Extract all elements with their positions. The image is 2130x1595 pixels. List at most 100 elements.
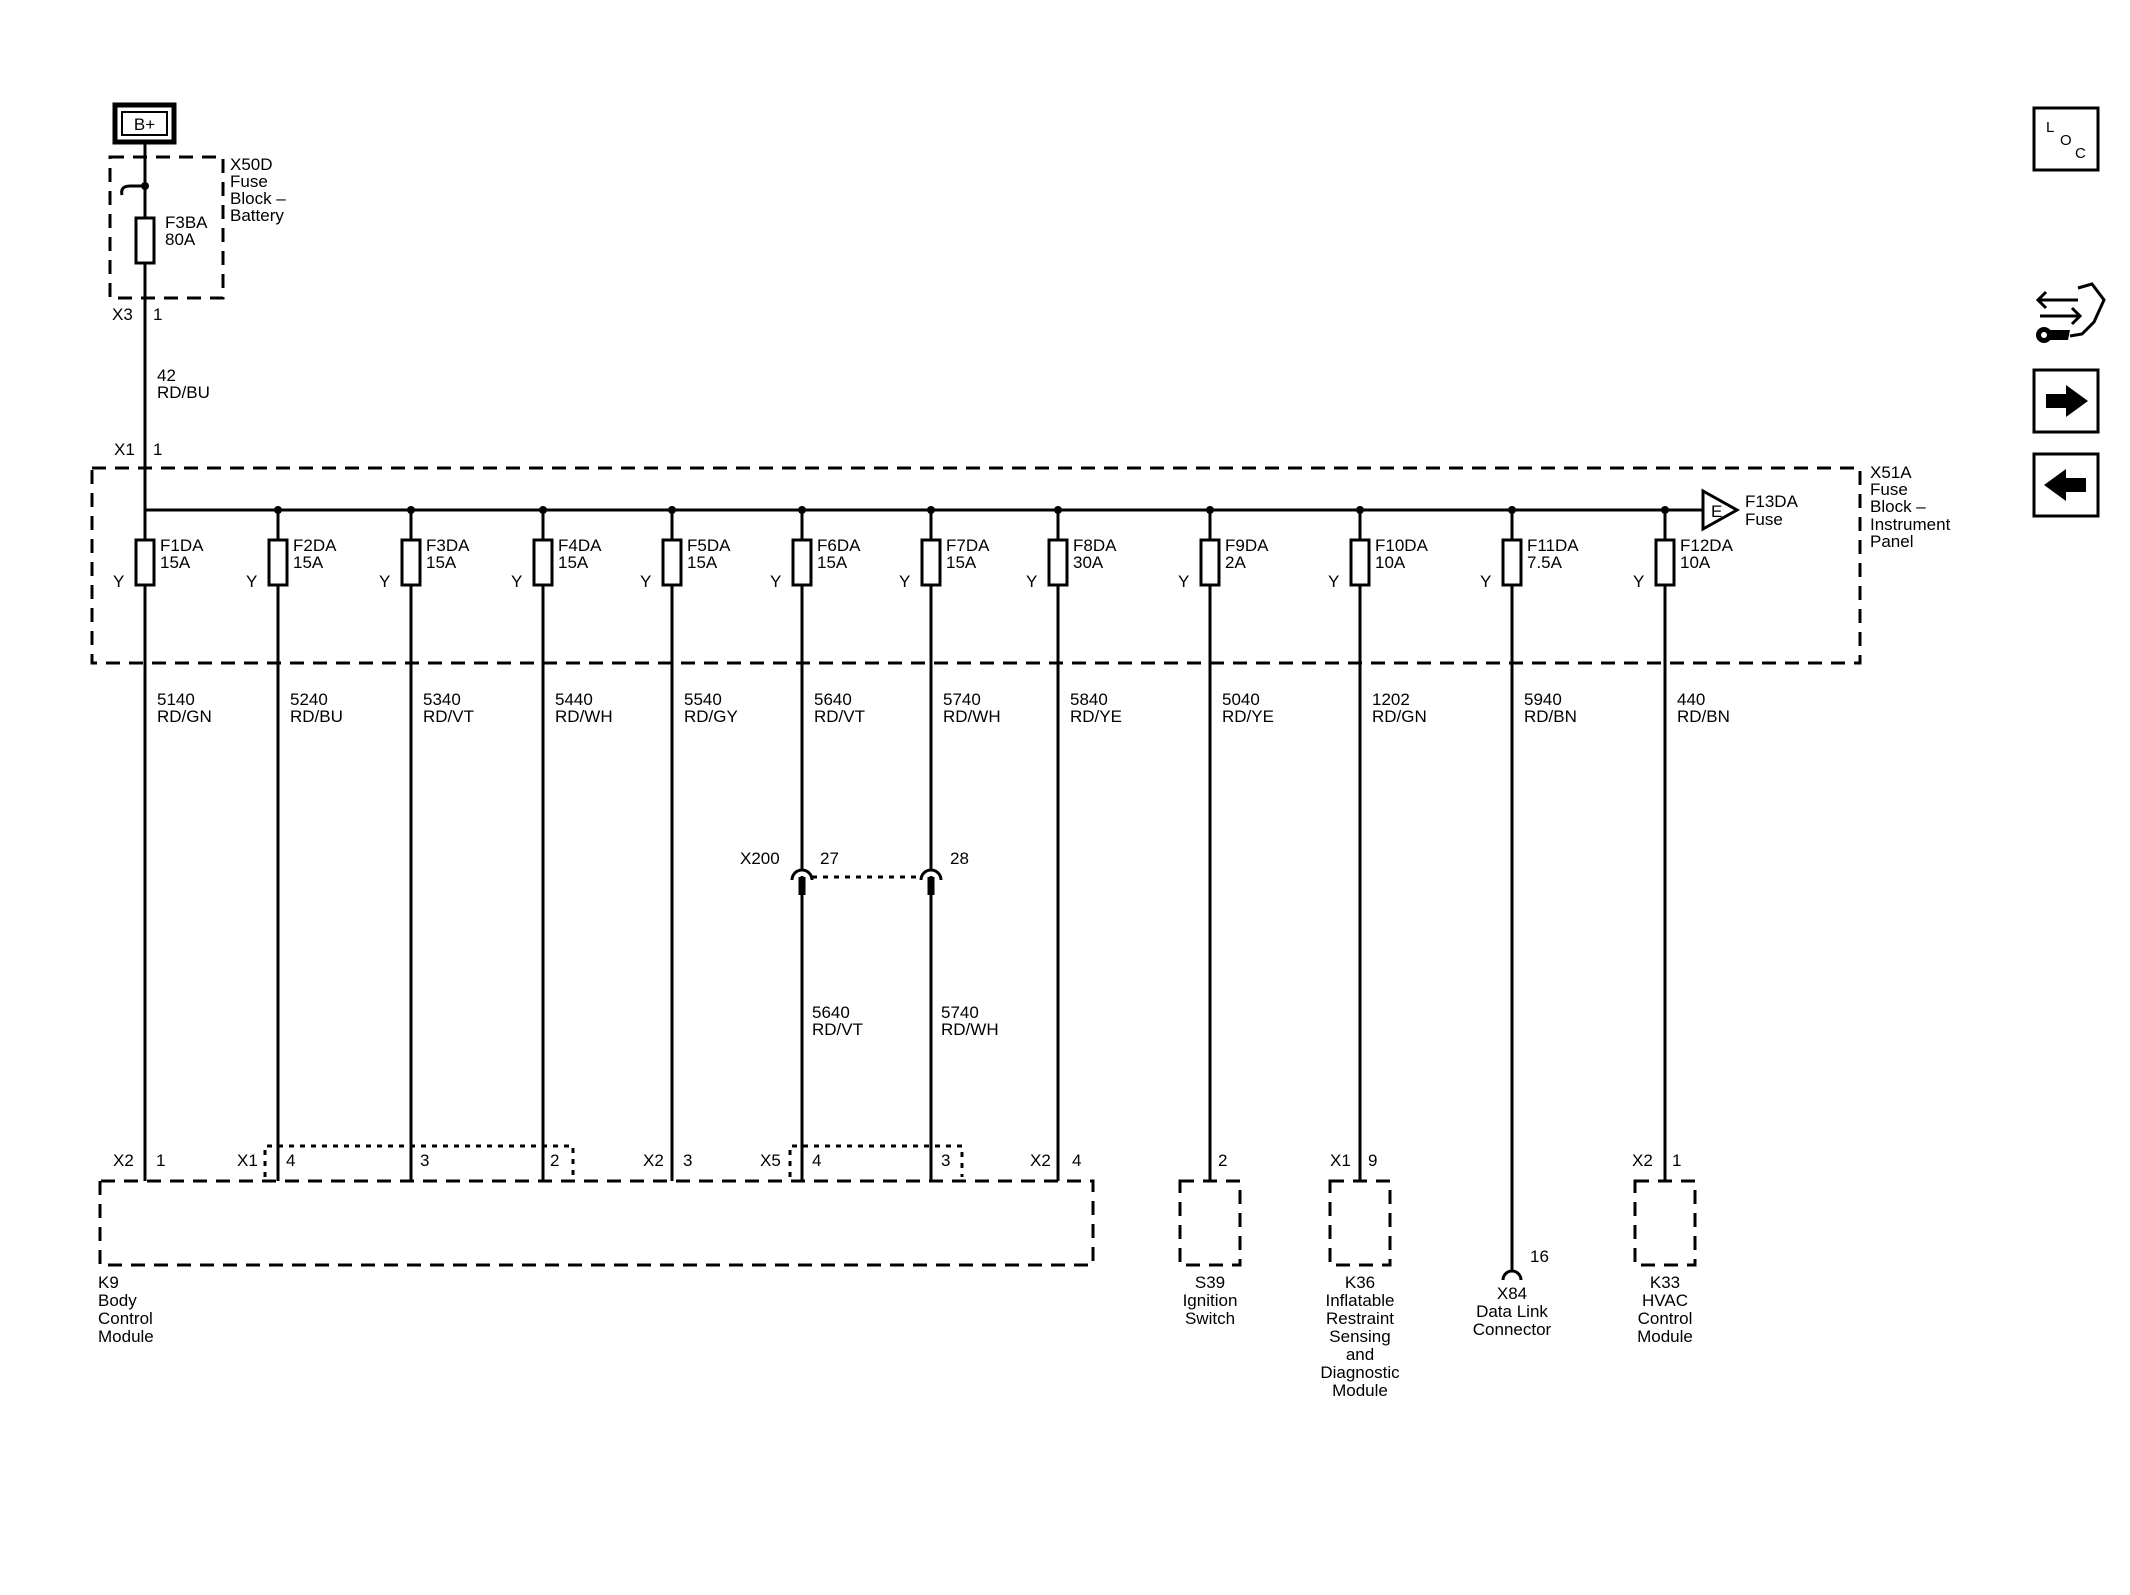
terminal-connector: X2: [113, 1151, 134, 1170]
fuse-terminal: Y: [113, 572, 124, 591]
fuse-rating: 15A: [293, 553, 324, 572]
terminal-connector: X1: [237, 1151, 258, 1170]
bus-junction: [1054, 506, 1062, 514]
svg-text:1: 1: [153, 440, 162, 459]
circuit-number: 1202: [1372, 690, 1410, 709]
f13da-sub: Fuse: [1745, 510, 1783, 529]
svg-text:1: 1: [153, 305, 162, 324]
fuse-f5da: [661, 538, 683, 587]
fuse-terminal: Y: [1480, 572, 1491, 591]
x3-connector-label: X3: [112, 305, 133, 324]
fuse-name: F10DA: [1375, 536, 1429, 555]
x200-pin-27: 27: [820, 849, 839, 868]
svg-text:Inflatable: Inflatable: [1326, 1291, 1395, 1310]
terminal-pin: 1: [156, 1151, 165, 1170]
loc-icon: L O C: [2046, 119, 2086, 162]
fuse-f11da: [1501, 538, 1523, 587]
k33-name: K33: [1650, 1273, 1680, 1292]
svg-text:Sensing: Sensing: [1329, 1327, 1390, 1346]
x200-lower-circuit-2: 5740: [941, 1003, 979, 1022]
svg-text:Connector: Connector: [1473, 1320, 1552, 1339]
s39-name: S39: [1195, 1273, 1225, 1292]
wire-color: RD/BN: [1677, 707, 1730, 726]
circuit-number: 5940: [1524, 690, 1562, 709]
fuse-rating: 15A: [687, 553, 718, 572]
svg-text:Battery: Battery: [230, 206, 284, 225]
bus-junction: [668, 506, 676, 514]
fuse-terminal: Y: [511, 572, 522, 591]
svg-text:Module: Module: [1637, 1327, 1693, 1346]
svg-text:Control: Control: [98, 1309, 153, 1328]
bus-junction: [1206, 506, 1214, 514]
circuit-number: 5440: [555, 690, 593, 709]
wire-gap: [927, 870, 935, 876]
bus-junction: [1661, 506, 1669, 514]
fuse-rating: 30A: [1073, 553, 1104, 572]
x200-inline-connector: X200 27 28 5640 RD/VT 5740 RD/WH: [740, 849, 999, 1039]
svg-text:and: and: [1346, 1345, 1374, 1364]
fuse-terminal: Y: [379, 572, 390, 591]
svg-text:C: C: [2075, 145, 2086, 162]
svg-text:Control: Control: [1638, 1309, 1693, 1328]
svg-text:L: L: [2046, 119, 2054, 136]
fuse-f3ba-rating: 80A: [165, 230, 196, 249]
fuse-f2da: [267, 538, 289, 587]
svg-text:Block –: Block –: [1870, 497, 1926, 516]
terminal-pin: 4: [1072, 1151, 1081, 1170]
fuse-terminal: Y: [899, 572, 910, 591]
feed-wire-circuit: 42: [157, 366, 176, 385]
svg-text:Fuse: Fuse: [1870, 480, 1908, 499]
svg-text:Fuse: Fuse: [230, 172, 268, 191]
k36-name: K36: [1345, 1273, 1375, 1292]
x1-connector-label: X1: [114, 440, 135, 459]
fuse-name: F2DA: [293, 536, 337, 555]
x200-lower-color-2: RD/WH: [941, 1020, 999, 1039]
circuit-number: 5140: [157, 690, 195, 709]
bus-junction: [927, 506, 935, 514]
terminal-pin: 2: [550, 1151, 559, 1170]
fuse-terminal: Y: [1178, 572, 1189, 591]
k9-body-control-module: K9 Body Control Module: [98, 1144, 1095, 1346]
feed-wire-color: RD/BU: [157, 383, 210, 402]
k33-hvac-control-module: K33 HVAC Control Module: [1633, 1179, 1697, 1346]
terminal-pin: 9: [1368, 1151, 1377, 1170]
circuit-number: 5840: [1070, 690, 1108, 709]
fuse-rating: 2A: [1225, 553, 1246, 572]
bus-junction: [1356, 506, 1364, 514]
loc-button[interactable]: L O C: [2032, 106, 2100, 172]
fuse-rating: 15A: [558, 553, 589, 572]
circuit-number: 5040: [1222, 690, 1260, 709]
circuit-number: 5540: [684, 690, 722, 709]
wire-color: RD/BN: [1524, 707, 1577, 726]
wire-color: RD/GN: [157, 707, 212, 726]
svg-text:Module: Module: [98, 1327, 154, 1346]
svg-text:Panel: Panel: [1870, 532, 1913, 551]
tools-button[interactable]: [2035, 282, 2106, 343]
battery-fuse-block: X50D Fuse Block – Battery F3BA 80A X3 1: [108, 142, 286, 510]
wire-color: RD/WH: [943, 707, 1001, 726]
fuse-name: F7DA: [946, 536, 990, 555]
fuse-name: F3DA: [426, 536, 470, 555]
fuse-name: F4DA: [558, 536, 602, 555]
fuse-f3ba: [134, 216, 156, 265]
s39-ignition-switch: S39 Ignition Switch: [1178, 1179, 1242, 1328]
svg-text:Switch: Switch: [1185, 1309, 1235, 1328]
ip-block-name: X51A: [1870, 463, 1912, 482]
previous-page-button[interactable]: [2032, 452, 2100, 518]
svg-text:E: E: [1711, 502, 1722, 521]
wire-color: RD/YE: [1222, 707, 1274, 726]
next-page-button[interactable]: [2032, 368, 2100, 434]
arrow-left-icon: [2044, 469, 2086, 501]
svg-text:Data Link: Data Link: [1476, 1302, 1548, 1321]
fuse-f12da: [1654, 538, 1676, 587]
x200-pin-28: 28: [950, 849, 969, 868]
fuse-f9da: [1199, 538, 1221, 587]
instrument-panel-fuse-block: E F13DA Fuse X51A Fuse Block – Instrumen…: [90, 463, 1951, 665]
svg-text:Body: Body: [98, 1291, 137, 1310]
terminal-pin: 3: [941, 1151, 950, 1170]
terminal-pin: 4: [286, 1151, 295, 1170]
fuse-f8da: [1047, 538, 1069, 587]
fuse-rating: 15A: [160, 553, 191, 572]
terminal-pin: 3: [683, 1151, 692, 1170]
